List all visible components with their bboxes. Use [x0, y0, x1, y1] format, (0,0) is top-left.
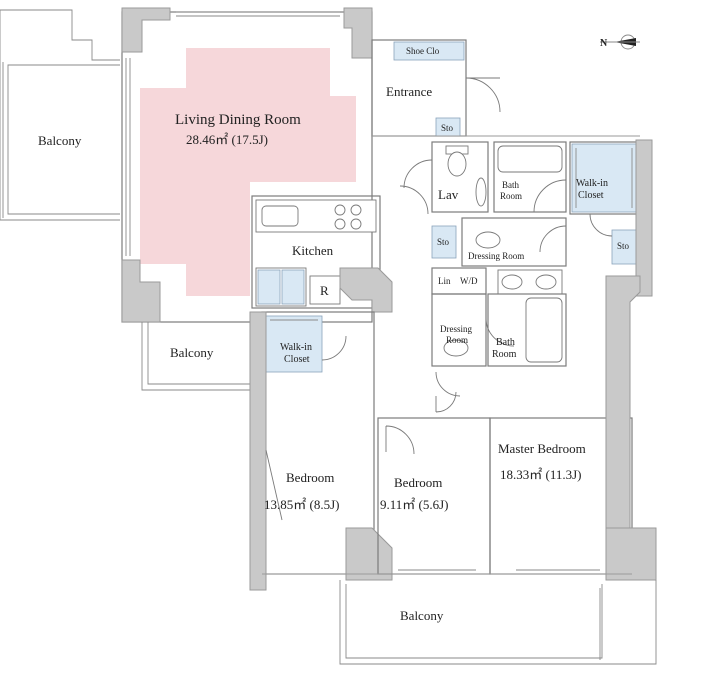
bedroom-2-block [377, 417, 491, 575]
living-dining-room [121, 7, 373, 323]
sink [261, 205, 299, 227]
label-master-bedroom: Master Bedroom [498, 441, 586, 456]
label-sto-entrance: Sto [441, 123, 454, 133]
outer-walls [262, 135, 640, 575]
compass-n-label: N [600, 38, 608, 49]
bathtub-upper [497, 145, 563, 173]
label-living-dining: Living Dining Room [175, 112, 301, 128]
service-block [399, 141, 567, 413]
label-balcony-south: Balcony [400, 608, 444, 623]
label-wd: W/D [460, 276, 478, 286]
bathtub-lower [525, 297, 563, 363]
label-walkin-bedroom-2: Closet [284, 354, 310, 365]
label-entrance: Entrance [386, 84, 432, 99]
label-lin: Lin [438, 276, 451, 286]
label-walkin-bedroom-1: Walk-in [280, 342, 312, 353]
toilet-bowl [447, 151, 467, 177]
label-dressing-upper: Dressing Room [468, 251, 524, 261]
label-shoe-closet: Shoe Clo [406, 46, 440, 56]
balcony-west [0, 9, 120, 221]
shoe-closet [393, 41, 465, 61]
master-closet-fill [571, 143, 637, 213]
label-bath-lower-2: Room [492, 349, 517, 360]
refrigerator-box [309, 275, 341, 305]
label-bath-upper-1: Bath [502, 180, 519, 190]
label-balcony-middle: Balcony [170, 345, 214, 360]
master-storage [611, 229, 639, 265]
label-bedroom-1: Bedroom [286, 470, 334, 485]
label-bath-upper-2: Room [500, 191, 522, 201]
label-bath-lower-1: Bath [496, 337, 515, 348]
master-closet-block [569, 139, 653, 297]
label-bedroom-2-area: 9.11㎡ (5.6J) [380, 497, 449, 512]
kitchen-area [251, 195, 393, 313]
master-bedroom-block [489, 275, 657, 581]
label-sto-hall: Sto [437, 237, 450, 247]
bedroom-walkin-fill [265, 315, 323, 373]
label-bedroom-2: Bedroom [394, 475, 442, 490]
label-walkin-master-2: Closet [578, 190, 604, 201]
label-sto-master: Sto [617, 241, 630, 251]
label-balcony-west: Balcony [38, 133, 82, 148]
compass: N [600, 34, 640, 50]
label-refrigerator: R [320, 283, 329, 298]
label-bedroom-1-area: 13.85㎡ (8.5J) [264, 497, 339, 512]
hall-storage [431, 225, 457, 259]
living-highlight [140, 48, 356, 296]
label-dressing-lower-2: Room [446, 335, 468, 345]
label-kitchen: Kitchen [292, 243, 334, 258]
label-walkin-master-1: Walk-in [576, 178, 608, 189]
balcony-south [339, 580, 657, 665]
balcony-middle [141, 322, 252, 391]
label-master-bedroom-area: 18.33㎡ (11.3J) [500, 467, 582, 482]
label-lav: Lav [438, 187, 459, 202]
label-living-dining-area: 28.46㎡ (17.5J) [186, 132, 268, 147]
label-dressing-lower-1: Dressing [440, 324, 472, 334]
bedroom-1-block [249, 311, 393, 591]
